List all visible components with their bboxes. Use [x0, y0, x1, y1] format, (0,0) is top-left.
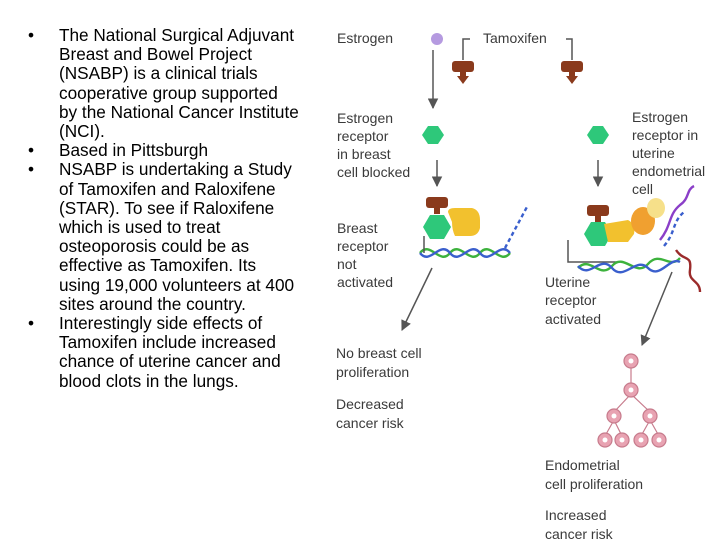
uterine-complex: [567, 184, 702, 293]
uterine-receptor-label: Uterine receptor activated: [545, 274, 601, 327]
increased-risk-label: Increased cancer risk: [545, 507, 614, 540]
uterine-receptor-icon: [587, 126, 609, 144]
breast-complex: [419, 197, 530, 258]
bullet-dot: •: [28, 140, 35, 161]
bullet-dot: •: [28, 159, 35, 180]
cell-proliferation-tree: [597, 353, 667, 448]
bullet-item: • Interestingly side effects of Tamoxifen…: [28, 313, 300, 391]
estrogen-molecule: [431, 33, 443, 45]
breast-receptor-icon: [422, 126, 444, 144]
cell-nuclei: [602, 358, 662, 443]
dna-purple-right: [659, 184, 695, 241]
tamoxifen-bound-right: [587, 205, 609, 222]
bullet-text: NSABP is undertaking a Study of Tamoxife…: [59, 159, 295, 314]
bullet-dot: •: [28, 313, 35, 334]
no-proliferation-label: No breast cell proliferation: [336, 345, 425, 380]
decreased-risk-label: Decreased cancer risk: [336, 396, 408, 431]
bullet-list: • The National Surgical Adjuvant Breast a…: [28, 25, 300, 391]
tamoxifen-bound-left: [426, 197, 448, 214]
bullet-item: • NSABP is undertaking a Study of Tamoxif…: [28, 160, 300, 314]
right-receptor-label: Estrogen receptor in uterine endometrial…: [632, 109, 709, 197]
left-receptor-label: Estrogen receptor in breast cell blocked: [337, 110, 410, 180]
coactivator-left: [448, 208, 480, 236]
dna-blue-left: [419, 248, 511, 258]
tamoxifen-label: Tamoxifen: [483, 30, 547, 46]
tamoxifen-connector-left: [462, 38, 470, 60]
bullet-item: • The National Surgical Adjuvant Breast a…: [28, 25, 300, 142]
rna-strand: [675, 249, 702, 293]
tamoxifen-molecule-left: [452, 61, 474, 84]
bullet-item: • Based in Pittsburgh: [28, 141, 300, 160]
bullet-text: Based in Pittsburgh: [59, 140, 209, 161]
bullet-text: Interestingly side effects of Tamoxifen …: [59, 313, 281, 391]
bullet-dot: •: [28, 25, 35, 45]
no-proliferation-arrow: [401, 267, 433, 331]
tamoxifen-connector-right: [566, 38, 573, 60]
tamoxifen-molecule-right: [561, 61, 583, 84]
proliferation-arrow: [640, 271, 673, 346]
estrogen-label: Estrogen: [337, 30, 393, 46]
breast-receptor-label: Breast receptor not activated: [337, 220, 393, 290]
endometrial-proliferation-label: Endometrial cell proliferation: [545, 457, 643, 492]
bullet-text: The National Surgical Adjuvant Breast an…: [59, 25, 299, 142]
